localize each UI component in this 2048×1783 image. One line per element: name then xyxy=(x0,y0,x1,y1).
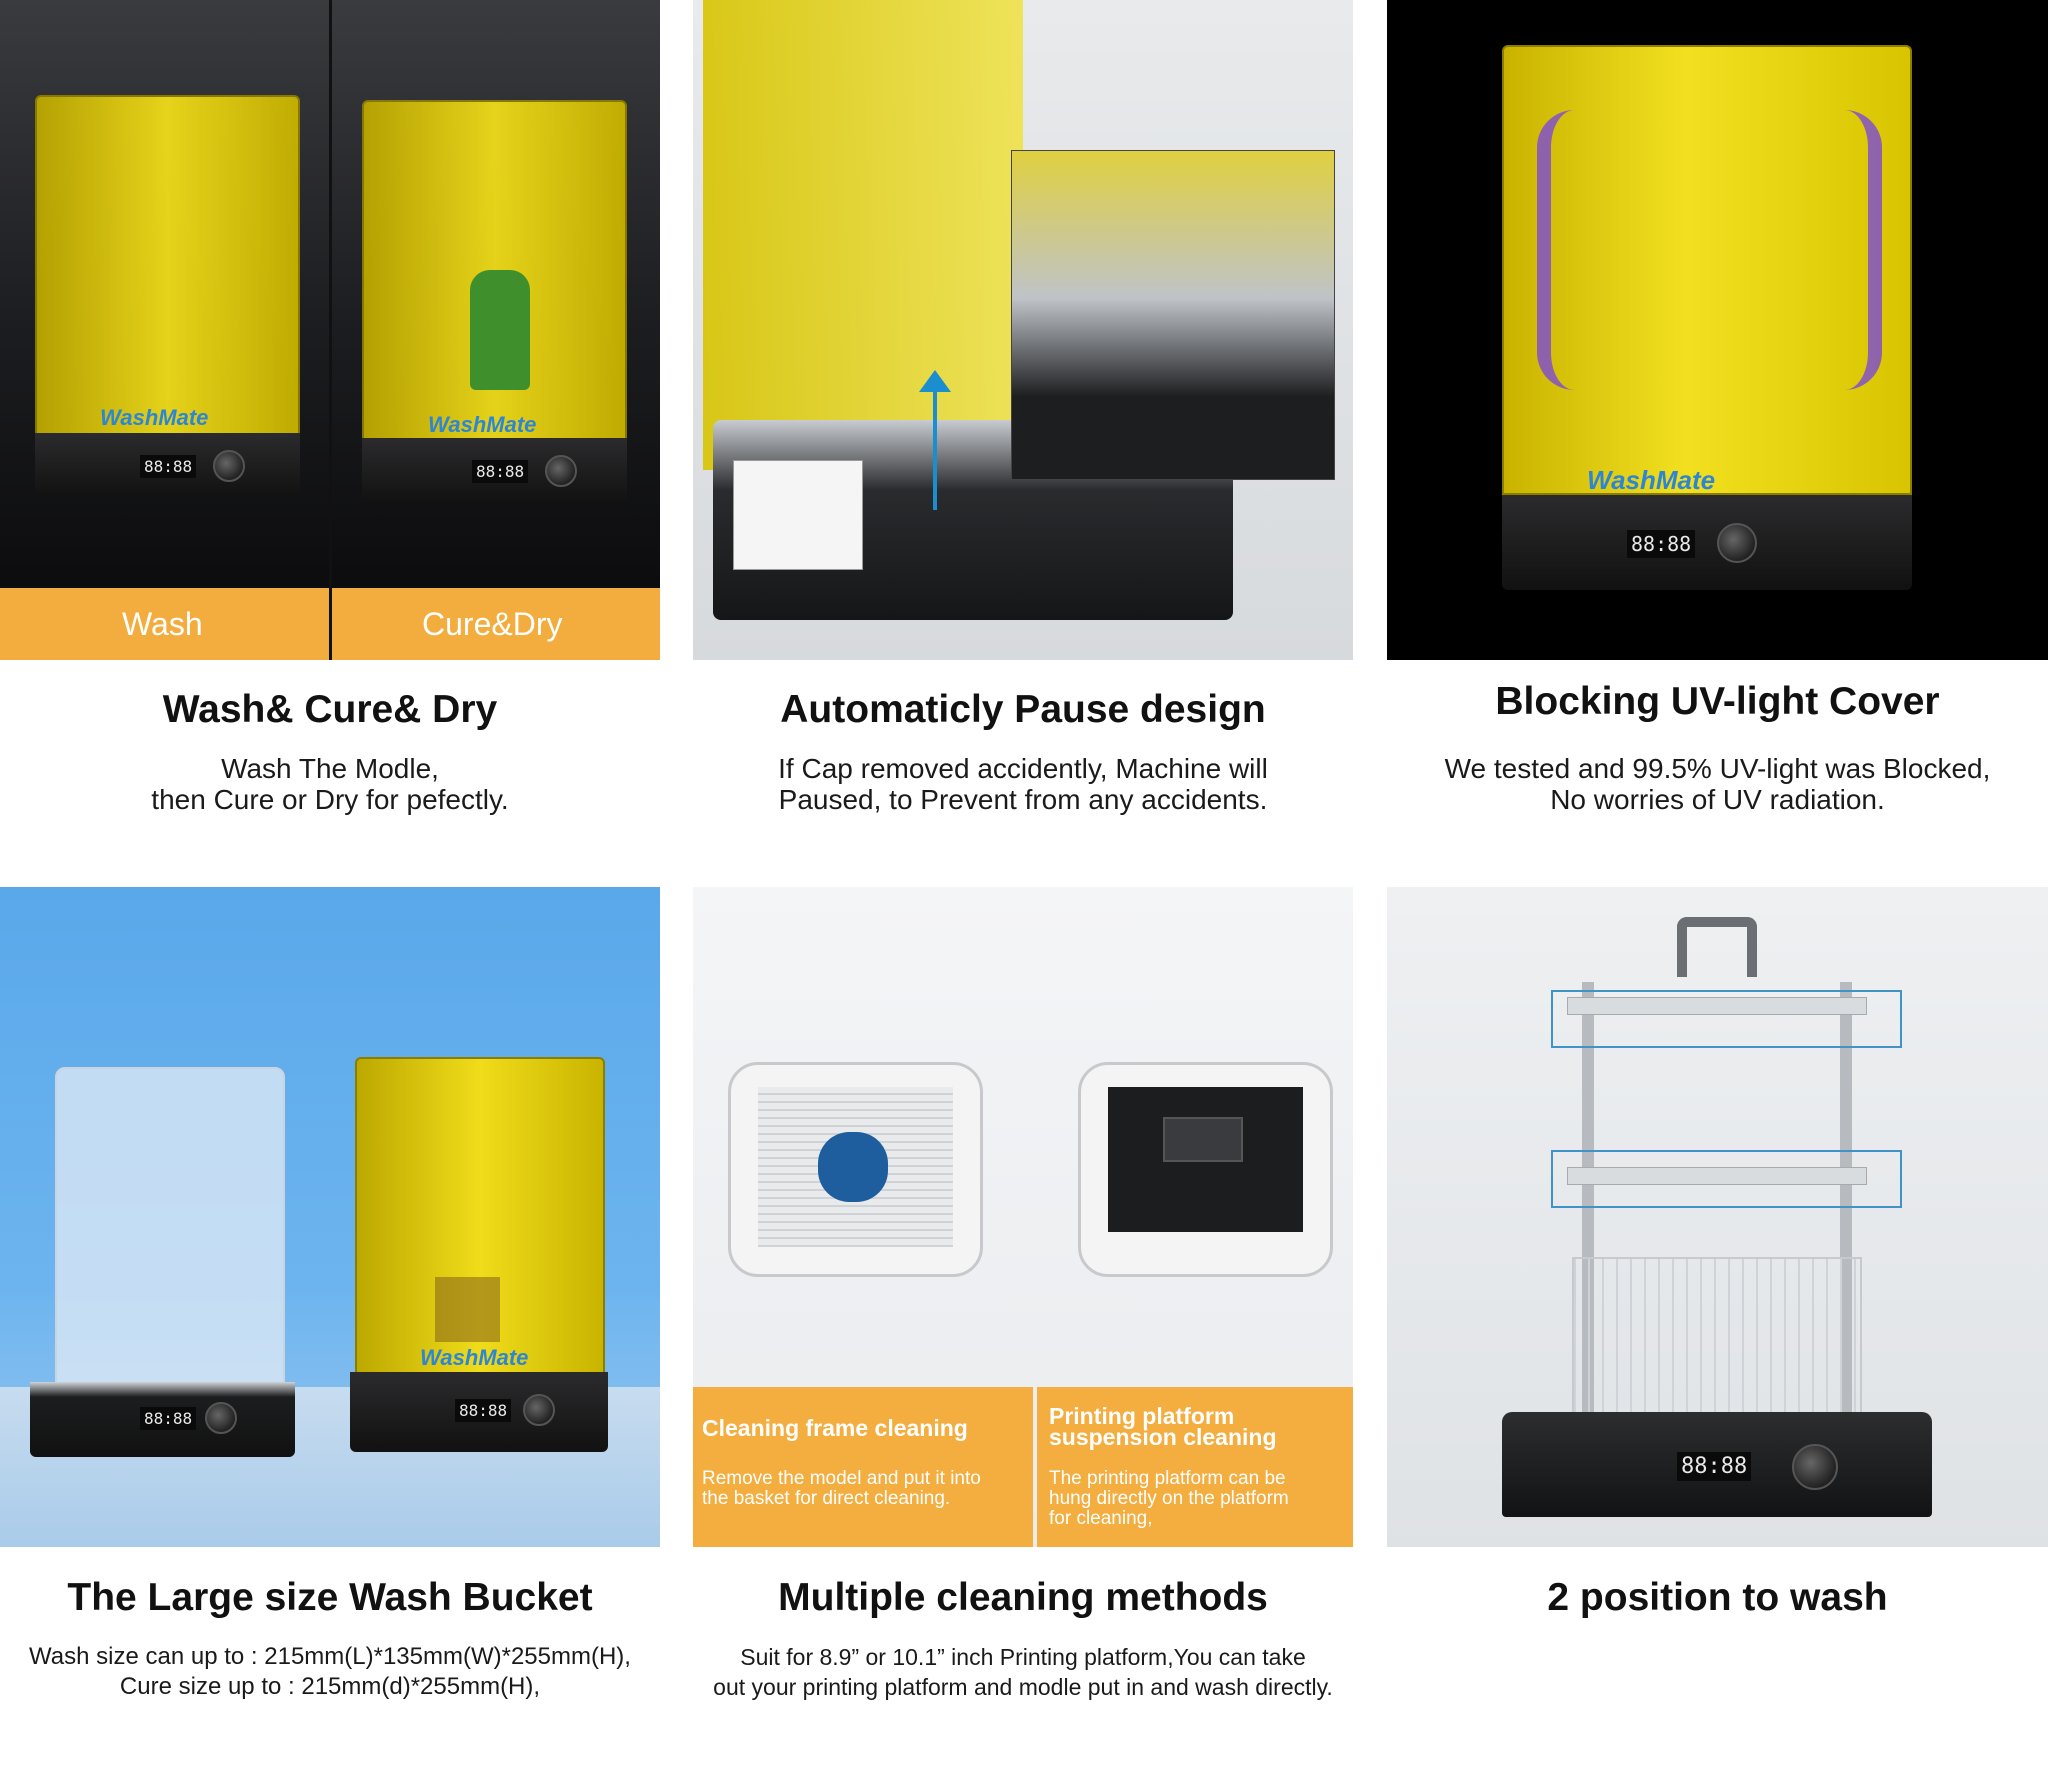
frame-cleaning-title: Cleaning frame cleaning xyxy=(702,1415,968,1441)
title-line: suspension cleaning xyxy=(1049,1424,1277,1450)
detail-inset xyxy=(1011,150,1335,480)
timer-display: 88:88 xyxy=(1627,530,1696,558)
panel-2-description: If Cap removed accidently, Machine will … xyxy=(693,753,1353,815)
title-line: Printing platform xyxy=(1049,1403,1235,1429)
desc-line: Suit for 8.9” or 10.1” inch Printing pla… xyxy=(740,1644,1306,1670)
timer-display: 88:88 xyxy=(455,1399,512,1422)
platform-handle xyxy=(1163,1117,1243,1162)
control-knob xyxy=(523,1394,555,1426)
panel-2-title: Automaticly Pause design xyxy=(780,688,1266,731)
brand-label: WashMate xyxy=(420,1345,529,1370)
up-arrow-icon xyxy=(919,370,951,392)
platform-cleaning-title: Printing platform suspension cleaning xyxy=(1049,1403,1277,1450)
panel-4-title: The Large size Wash Bucket xyxy=(67,1576,593,1619)
wash-bucket-image: 88:88 WashMate 88:88 xyxy=(0,887,660,1547)
yellow-cover xyxy=(35,95,300,435)
panel-6-title: 2 position to wash xyxy=(1547,1576,1888,1619)
desc-line: out your printing platform and modle put… xyxy=(713,1674,1333,1700)
platform-cleaning-text: The printing platform can be hung direct… xyxy=(1049,1469,1289,1529)
wash-label: Wash xyxy=(122,606,203,642)
text-line: hung directly on the platform xyxy=(1049,1488,1289,1509)
overlay-bar-left xyxy=(693,1387,1033,1547)
panel-4-description: Wash size can up to : 215mm(L)*135mm(W)*… xyxy=(0,1642,660,1702)
uv-arrows-left xyxy=(1537,110,1612,390)
up-arrow-shaft xyxy=(933,380,937,510)
text-line: The printing platform can be xyxy=(1049,1468,1286,1489)
lower-position-bar xyxy=(1567,1167,1867,1185)
upper-position-bar xyxy=(1567,997,1867,1015)
lower-position-highlight xyxy=(1551,1150,1902,1208)
control-knob xyxy=(545,455,577,487)
panel-5-title: Multiple cleaning methods xyxy=(778,1576,1268,1619)
divider xyxy=(329,0,332,660)
auto-pause-image xyxy=(693,0,1353,660)
yellow-cover xyxy=(703,0,1023,470)
desc-line: Paused, to Prevent from any accidents. xyxy=(778,784,1268,815)
text-line: the basket for direct cleaning. xyxy=(702,1488,951,1509)
panel-1-title: Wash& Cure& Dry xyxy=(162,688,498,731)
overlay-bar-right xyxy=(1037,1387,1353,1547)
desc-line: Wash The Modle, xyxy=(221,753,439,784)
machine-base xyxy=(1502,495,1912,590)
cure-dry-label: Cure&Dry xyxy=(422,606,563,642)
transparent-bucket xyxy=(55,1067,285,1407)
control-knob xyxy=(213,450,245,482)
green-model xyxy=(470,270,530,390)
spec-label xyxy=(733,460,863,570)
uv-arrows-right xyxy=(1807,110,1882,390)
desc-line: No worries of UV radiation. xyxy=(1550,784,1885,815)
control-knob xyxy=(205,1402,237,1434)
desc-line: We tested and 99.5% UV-light was Blocked… xyxy=(1444,753,1991,784)
timer-display: 88:88 xyxy=(140,455,197,478)
top-handle xyxy=(1677,917,1757,977)
brand-label: WashMate xyxy=(428,412,537,437)
uv-cover-image: WashMate 88:88 xyxy=(1387,0,2048,660)
control-knob xyxy=(1717,523,1757,563)
desc-line: Cure size up to : 215mm(d)*255mm(H), xyxy=(119,1673,541,1700)
desc-line: then Cure or Dry for pefectly. xyxy=(151,784,509,815)
panel-3-description: We tested and 99.5% UV-light was Blocked… xyxy=(1387,753,2048,815)
timer-display: 88:88 xyxy=(472,460,529,483)
text-line: Remove the model and put it into xyxy=(702,1468,981,1489)
wash-cure-dry-image: WashMate 88:88 WashMate 88:88 Wash Cure&… xyxy=(0,0,660,660)
timer-display: 88:88 xyxy=(1677,1452,1752,1481)
control-knob xyxy=(1792,1444,1838,1490)
brand-label: WashMate xyxy=(100,405,209,430)
panel-5-description: Suit for 8.9” or 10.1” inch Printing pla… xyxy=(693,1642,1353,1702)
text-line: for cleaning, xyxy=(1049,1508,1153,1529)
timer-display: 88:88 xyxy=(140,1407,197,1430)
wash-positions-image: 88:88 xyxy=(1387,887,2048,1547)
panel-3-title: Blocking UV-light Cover xyxy=(1495,680,1940,723)
wire-basket xyxy=(1572,1257,1862,1417)
desc-line: If Cap removed accidently, Machine will xyxy=(778,753,1268,784)
upper-position-highlight xyxy=(1551,990,1902,1048)
uv-light-panel xyxy=(435,1277,500,1342)
cleaning-methods-image: Cleaning frame cleaning Remove the model… xyxy=(693,887,1353,1547)
blue-model xyxy=(818,1132,888,1202)
desc-line: Wash size can up to : 215mm(L)*135mm(W)*… xyxy=(29,1643,631,1670)
brand-label: WashMate xyxy=(1587,465,1716,495)
frame-cleaning-text: Remove the model and put it into the bas… xyxy=(702,1469,981,1509)
panel-1-description: Wash The Modle, then Cure or Dry for pef… xyxy=(0,753,660,815)
